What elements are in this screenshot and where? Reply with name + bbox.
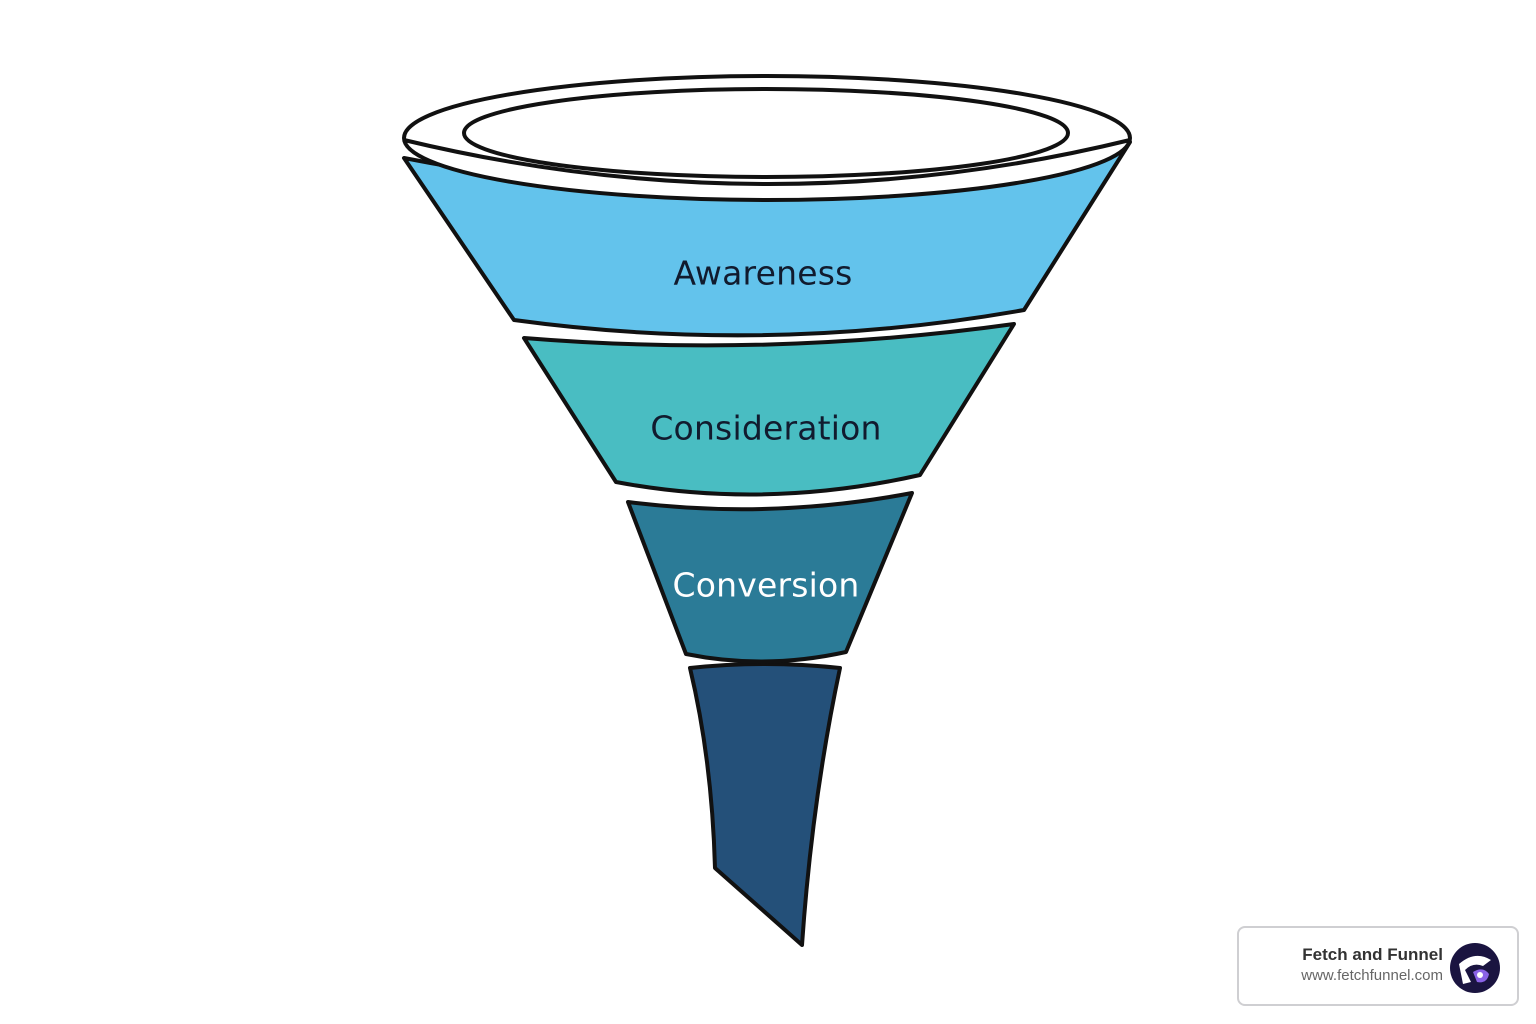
watermark-text: Fetch and Funnel www.fetchfunnel.com <box>1301 944 1443 986</box>
watermark-brand-name: Fetch and Funnel <box>1302 945 1443 964</box>
watermark-badge[interactable]: Fetch and Funnel www.fetchfunnel.com <box>1237 926 1519 1006</box>
funnel-stage-consideration <box>522 322 1016 497</box>
funnel-rim-inner <box>462 87 1070 179</box>
stage-label-awareness: Awareness <box>674 254 853 293</box>
stage-label-consideration: Consideration <box>650 409 881 448</box>
stage-label-conversion: Conversion <box>672 566 859 605</box>
funnel-rim-lip <box>403 138 1131 186</box>
fetch-and-funnel-logo-icon <box>1450 943 1500 993</box>
funnel-stage-conversion <box>626 491 914 664</box>
watermark-url[interactable]: www.fetchfunnel.com <box>1301 967 1443 984</box>
funnel-spout-segment <box>688 662 842 947</box>
